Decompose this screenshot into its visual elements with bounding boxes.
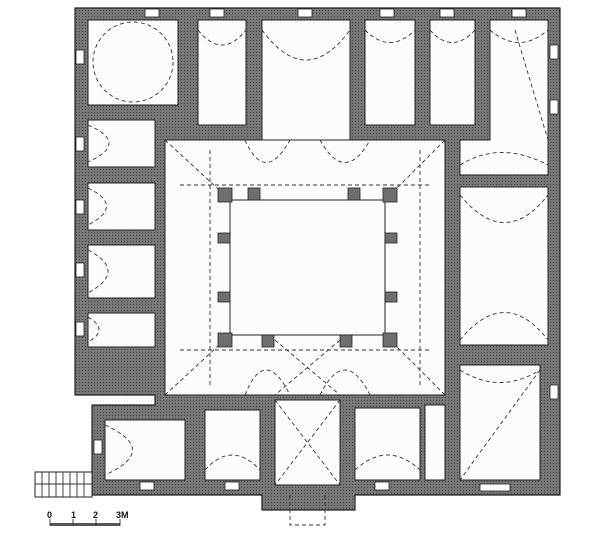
- courtyard: [229, 199, 386, 336]
- scale-label-2: 2: [93, 510, 98, 520]
- scale-label-0: 0: [47, 510, 52, 520]
- staircase: [34, 471, 93, 498]
- windows: [75, 8, 559, 492]
- scale-label-1: 1: [71, 510, 76, 520]
- top-rooms: [87, 19, 549, 176]
- bottom-rooms: [104, 399, 446, 526]
- left-rooms: [87, 119, 156, 348]
- right-rooms: [459, 186, 549, 481]
- piers: [217, 187, 398, 348]
- scale-bar: 0 1 2 3M: [47, 510, 129, 526]
- scale-label-3m: 3M: [116, 510, 129, 520]
